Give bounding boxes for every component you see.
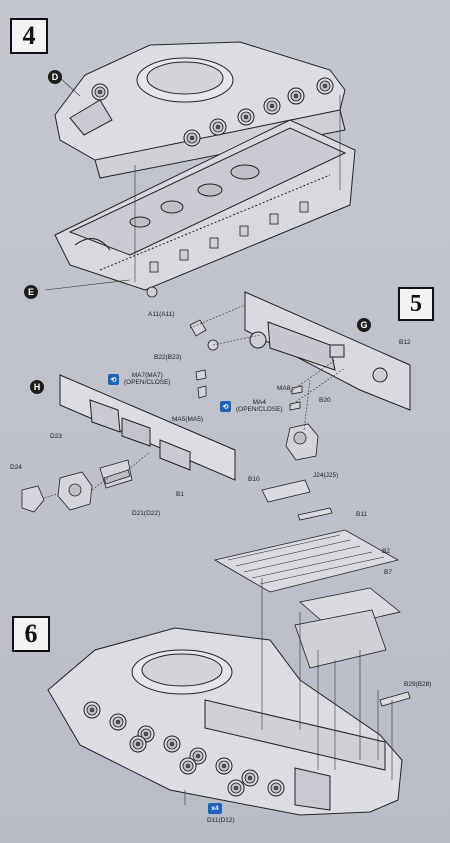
step5-rear-plate: [244, 291, 411, 411]
step5-side-plate: [59, 374, 236, 481]
label-ma7-part: MA7(MA7): [131, 372, 163, 379]
step6-deck-parts: [213, 479, 411, 707]
step-number-5: 5: [398, 287, 434, 321]
step5-guide-lines: [43, 304, 346, 499]
step-number-4: 4: [10, 18, 48, 54]
label-b2: B2: [382, 548, 390, 555]
label-b29: B29(B28): [404, 681, 432, 688]
rotate-arrows-icon: ⟲: [108, 374, 119, 385]
label-ma8: MA8: [277, 385, 291, 392]
step4-suspension: [146, 201, 309, 298]
step5-small-parts: [189, 319, 319, 461]
step4-guide-lines: [44, 77, 341, 291]
callout-d: D: [48, 70, 62, 84]
label-ma4-part: MA4: [252, 399, 266, 406]
step6-guide-lines: [184, 578, 393, 805]
label-b10: B10: [248, 476, 260, 483]
step-number-6: 6: [12, 616, 50, 652]
label-d23: D23: [50, 433, 62, 440]
label-a11: A11(A11): [148, 311, 175, 318]
label-b12: B12: [399, 339, 411, 346]
step5-small-assemblies: [21, 459, 133, 513]
step6-full-hull: [47, 627, 403, 816]
rotate-arrows-icon: ⟲: [220, 401, 231, 412]
label-ma7-note: (OPEN/CLOSE): [124, 379, 171, 387]
label-d21: D21(D22): [132, 510, 161, 517]
label-ma7: MA7(MA7) (OPEN/CLOSE): [124, 372, 171, 387]
label-ma4: MA4 (OPEN/CLOSE): [236, 399, 283, 414]
callout-h: H: [30, 380, 44, 394]
label-b1: B1: [176, 491, 184, 498]
label-b11: B11: [356, 511, 368, 518]
label-ma4-note: (OPEN/CLOSE): [236, 406, 283, 414]
label-ma5: MA5(MA5): [172, 416, 204, 423]
callout-g: G: [357, 318, 371, 332]
label-d11: D11(D12): [207, 817, 235, 824]
label-j24: J24(J25): [313, 472, 339, 479]
label-b22: B22(B23): [154, 354, 182, 361]
label-b7: B7: [384, 569, 392, 576]
multiply-badge-icon: x4: [208, 803, 222, 814]
label-d24: D24: [10, 464, 22, 471]
callout-e: E: [24, 285, 38, 299]
step4-lower-hull: [54, 119, 356, 291]
label-b20: B20: [319, 397, 331, 404]
